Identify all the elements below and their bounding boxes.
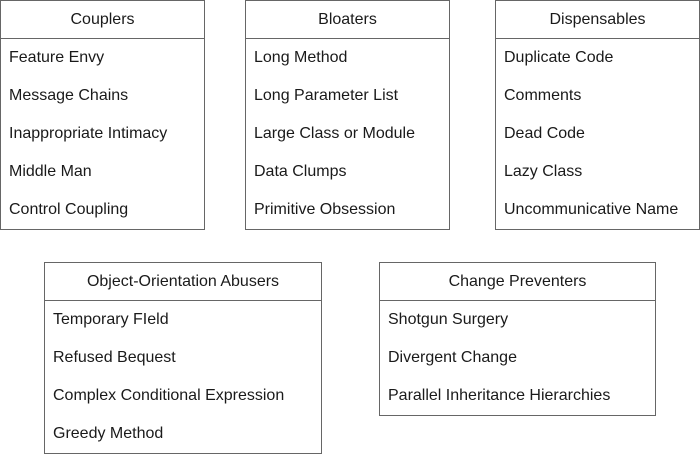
list-item: Parallel Inheritance Hierarchies — [388, 387, 611, 404]
list-item: Complex Conditional Expression — [53, 387, 285, 404]
group-title-object-orientation-abusers: Object-Orientation Abusers — [45, 263, 321, 301]
group-title-bloaters: Bloaters — [246, 1, 449, 39]
list-item: Shotgun Surgery — [388, 311, 509, 328]
list-item: Primitive Obsession — [254, 201, 396, 218]
list-item: Control Coupling — [9, 201, 129, 218]
list-item: Uncommunicative Name — [504, 201, 679, 218]
group-items-dispensables: Duplicate Code Comments Dead Code Lazy C… — [496, 39, 699, 229]
list-item: Long Method — [254, 49, 348, 66]
list-item: Dead Code — [504, 125, 585, 142]
list-item: Large Class or Module — [254, 125, 415, 142]
group-items-change-preventers: Shotgun Surgery Divergent Change Paralle… — [380, 301, 655, 415]
group-box-dispensables: Dispensables Duplicate Code Comments Dea… — [495, 0, 700, 230]
group-box-object-orientation-abusers: Object-Orientation Abusers Temporary FIe… — [44, 262, 322, 454]
list-item: Data Clumps — [254, 163, 347, 180]
list-item: Divergent Change — [388, 349, 517, 366]
group-items-couplers: Feature Envy Message Chains Inappropriat… — [1, 39, 204, 229]
list-item: Long Parameter List — [254, 87, 399, 104]
group-items-object-orientation-abusers: Temporary FIeld Refused Bequest Complex … — [45, 301, 321, 453]
list-item: Refused Bequest — [53, 349, 176, 366]
list-item: Inappropriate Intimacy — [9, 125, 168, 142]
list-item: Comments — [504, 87, 582, 104]
group-title-change-preventers: Change Preventers — [380, 263, 655, 301]
list-item: Greedy Method — [53, 425, 164, 442]
group-title-couplers: Couplers — [1, 1, 204, 39]
group-items-bloaters: Long Method Long Parameter List Large Cl… — [246, 39, 449, 229]
list-item: Temporary FIeld — [53, 311, 169, 328]
group-box-change-preventers: Change Preventers Shotgun Surgery Diverg… — [379, 262, 656, 416]
list-item: Feature Envy — [9, 49, 105, 66]
list-item: Lazy Class — [504, 163, 583, 180]
list-item: Message Chains — [9, 87, 129, 104]
group-box-bloaters: Bloaters Long Method Long Parameter List… — [245, 0, 450, 230]
group-title-dispensables: Dispensables — [496, 1, 699, 39]
list-item: Middle Man — [9, 163, 92, 180]
list-item: Duplicate Code — [504, 49, 614, 66]
group-box-couplers: Couplers Feature Envy Message Chains Ina… — [0, 0, 205, 230]
